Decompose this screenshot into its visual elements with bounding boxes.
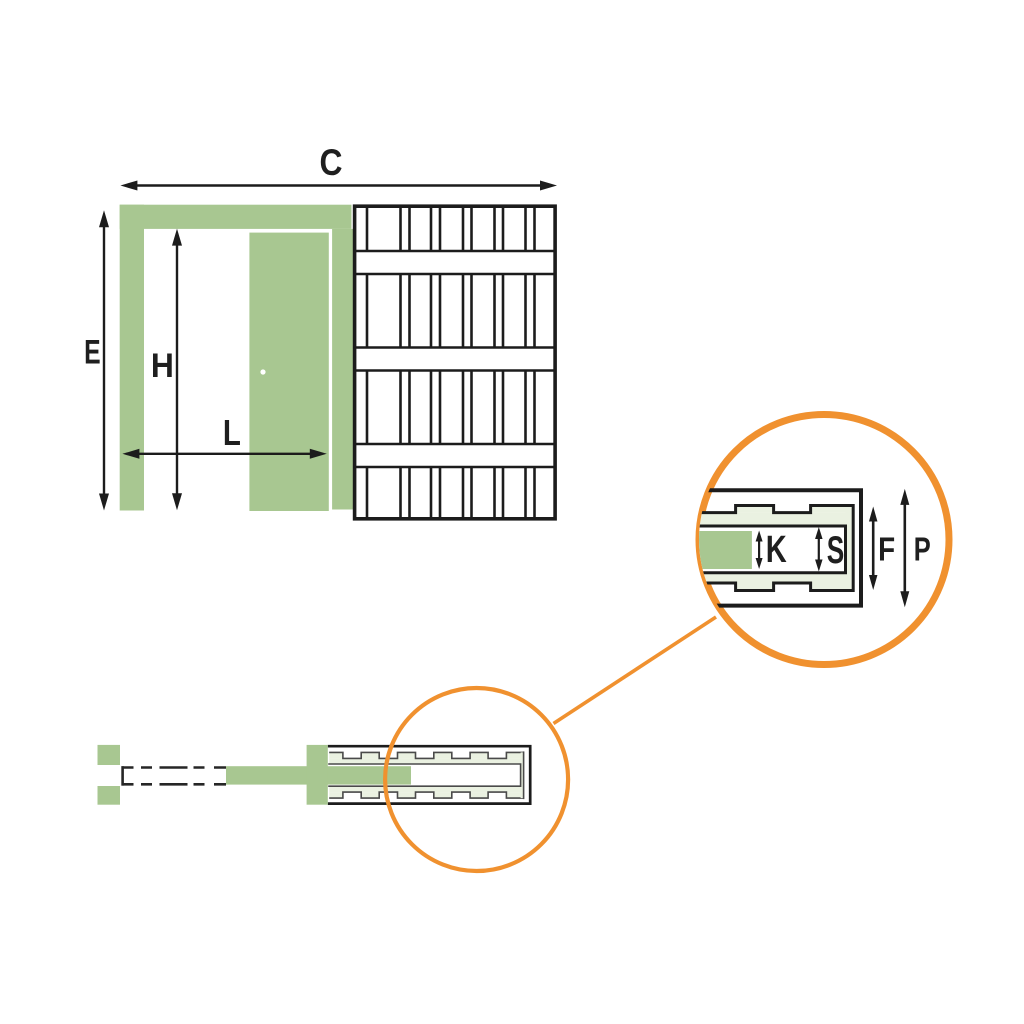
svg-text:L: L [223,412,241,453]
svg-text:K: K [766,529,787,571]
svg-text:P: P [914,532,931,569]
svg-text:E: E [84,334,101,372]
svg-text:F: F [878,532,895,569]
svg-text:H: H [151,347,174,385]
svg-text:S: S [827,529,845,572]
svg-text:C: C [320,142,343,183]
